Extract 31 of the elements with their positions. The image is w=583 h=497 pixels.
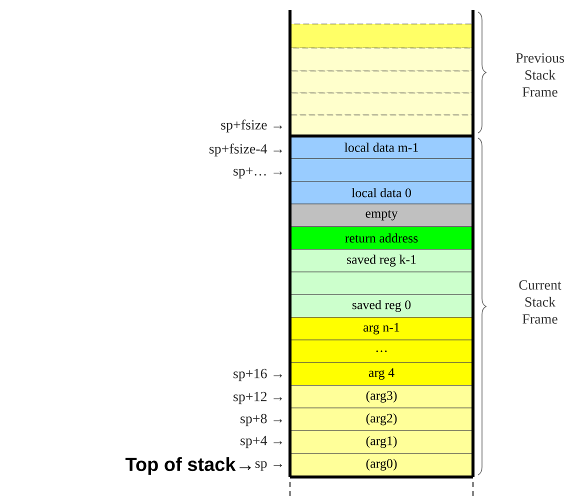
pointer-label: sp+fsize → <box>221 120 282 132</box>
stack-cell: local data m-1 <box>290 136 473 159</box>
stack-cell <box>290 48 473 72</box>
stack-cell: … <box>290 340 473 363</box>
stack-cell: (arg0) <box>290 453 473 476</box>
top-of-stack-label: Top of stack→ <box>125 457 251 475</box>
stack-cell <box>290 114 473 136</box>
stack-cell: saved reg k-1 <box>290 249 473 272</box>
stack-cell <box>290 70 473 94</box>
pointer-label: sp+4 → <box>240 436 282 448</box>
pointer-label: sp+fsize-4 → <box>209 144 282 156</box>
stack-cell: empty <box>290 204 473 227</box>
stack-cell <box>290 92 473 116</box>
stack-cell <box>290 24 473 48</box>
stack-cell: (arg2) <box>290 408 473 431</box>
stack-cell: (arg1) <box>290 430 473 454</box>
stack-cell: (arg3) <box>290 385 473 408</box>
stack-cell <box>290 158 473 182</box>
pointer-label: sp+… → <box>234 168 282 178</box>
stack-cell: local data 0 <box>290 181 473 204</box>
stack-cell: arg n-1 <box>290 317 473 340</box>
pointer-label: sp+8 → <box>240 414 282 426</box>
stack-cell <box>290 272 473 295</box>
frame-label: Current Stack Frame <box>519 280 562 324</box>
pointer-label: sp+16 → <box>234 368 282 382</box>
frame-label: Previous Stack Frame <box>516 53 564 97</box>
stack-cell: return address <box>290 226 473 250</box>
pointer-label: sp+12 → <box>234 392 282 404</box>
pointer-label: sp → <box>255 461 282 471</box>
stack-cell: arg 4 <box>290 362 473 386</box>
stack-cell: saved reg 0 <box>290 294 473 318</box>
